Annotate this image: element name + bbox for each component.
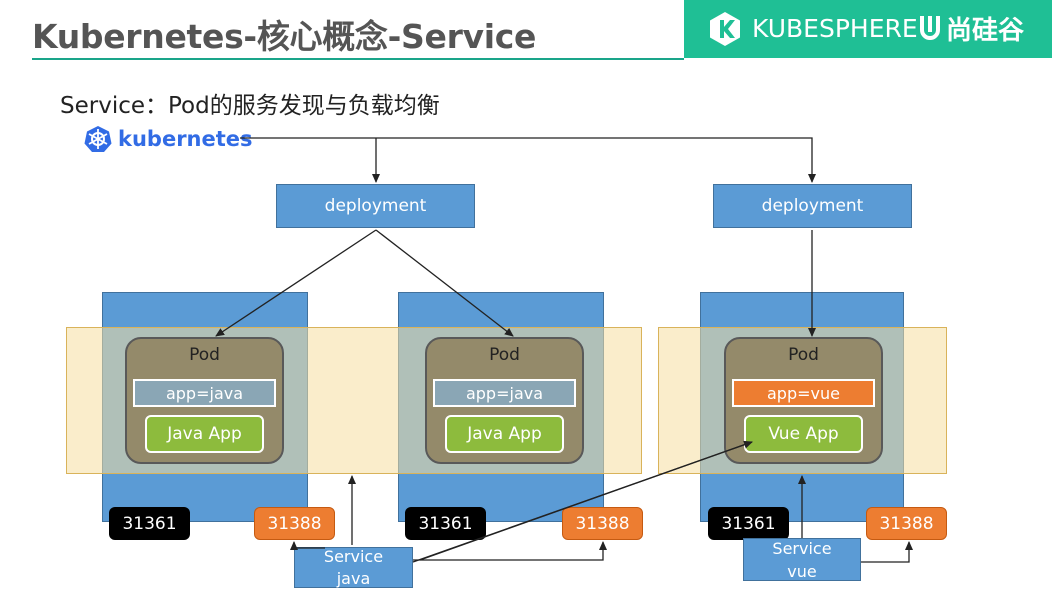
service-vue-line1: Service	[772, 538, 832, 558]
title-divider	[32, 58, 684, 60]
atguigu-logo-icon	[920, 16, 940, 40]
service-vue[interactable]: Service vue	[743, 538, 861, 581]
k8s-to-vue-deploy-arrow	[240, 137, 816, 183]
kubesphere-wordmark: KUBESPHERE	[752, 14, 918, 43]
svc-java-to-port2-arrow	[413, 541, 607, 561]
node-port-2[interactable]: 31361	[405, 507, 486, 540]
pod-app: Vue App	[744, 415, 863, 453]
pod-label-tag: app=java	[433, 379, 576, 407]
pod-app: Java App	[145, 415, 264, 453]
pod-app: Java App	[445, 415, 564, 453]
service-vue-line2: vue	[787, 561, 817, 581]
service-java[interactable]: Service java	[294, 547, 413, 588]
pod-label: Pod	[489, 345, 520, 365]
svc-java-to-port1-arrow	[290, 541, 325, 550]
vue-to-svc-java-back	[419, 441, 753, 561]
deploy-to-pod2-arrow	[375, 229, 514, 337]
pod-label-tag: app=java	[133, 379, 276, 407]
kubernetes-wordmark: kubernetes	[118, 127, 253, 151]
deploy-to-pod1-arrow	[215, 229, 377, 337]
slide-subtitle: Service：Pod的服务发现与负载均衡	[60, 93, 440, 119]
service-java-line1: Service	[323, 546, 384, 566]
pod-label-tag: app=vue	[732, 379, 875, 407]
pod-java-2[interactable]: Pod app=java Java App	[425, 337, 584, 464]
pod-java-1[interactable]: Pod app=java Java App	[125, 337, 284, 464]
node-port-3[interactable]: 31361	[708, 507, 789, 540]
pod-label: Pod	[788, 345, 819, 365]
service-port-2[interactable]: 31388	[562, 507, 643, 540]
deployment-java[interactable]: deployment	[276, 184, 475, 228]
node-port-1[interactable]: 31361	[109, 507, 190, 540]
brand-banner: KUBESPHERE 尚硅谷	[684, 0, 1052, 58]
kubesphere-logo-icon	[710, 12, 740, 46]
pod-label: Pod	[189, 345, 220, 365]
atguigu-wordmark: 尚硅谷	[946, 16, 1025, 46]
service-port-1[interactable]: 31388	[254, 507, 335, 540]
slide-title: Kubernetes-核心概念-Service	[32, 17, 537, 56]
deployment-vue[interactable]: deployment	[713, 184, 912, 228]
kubernetes-helm-icon	[84, 126, 112, 152]
service-java-line2: java	[336, 568, 371, 588]
service-port-3[interactable]: 31388	[866, 507, 947, 540]
svc-vue-to-port3-arrow	[861, 541, 913, 563]
